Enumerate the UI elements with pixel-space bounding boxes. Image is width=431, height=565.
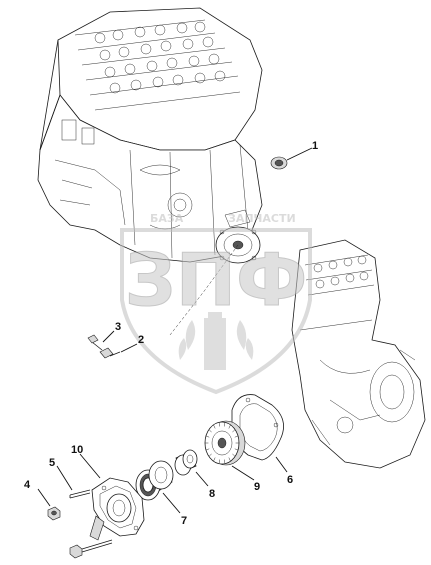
gear-tooth bbox=[234, 448, 239, 451]
watermark-caption-right: ЗАПЧАСТИ bbox=[228, 212, 296, 225]
gear-tooth bbox=[213, 424, 216, 429]
gear-tooth bbox=[234, 435, 239, 438]
callout-2: 2 bbox=[138, 334, 144, 346]
gear-tooth bbox=[224, 422, 226, 427]
watermark-emblem bbox=[178, 312, 254, 370]
gear-tooth bbox=[228, 457, 231, 462]
bearing-part-7 bbox=[135, 460, 174, 501]
callout-9: 9 bbox=[254, 481, 260, 493]
housing-part-10 bbox=[89, 477, 145, 541]
gear-tooth bbox=[205, 448, 210, 451]
gear-tooth bbox=[224, 459, 226, 464]
callout-8: 8 bbox=[209, 488, 215, 500]
callout-10: 10 bbox=[71, 444, 83, 456]
watermark-logo-text: ЗПФ bbox=[125, 238, 308, 322]
callout-1: 1 bbox=[312, 140, 318, 152]
callout-6: 6 bbox=[287, 474, 293, 486]
plug-part-1 bbox=[270, 156, 288, 170]
bolt-part-2 bbox=[99, 347, 121, 359]
nut-part-4 bbox=[47, 506, 61, 521]
bolt-part-3 bbox=[87, 334, 103, 351]
gear-tooth bbox=[218, 422, 220, 427]
gear-part-9 bbox=[204, 420, 246, 466]
gear-tooth bbox=[213, 457, 216, 462]
stud-part-5 bbox=[69, 489, 91, 499]
gear-tooth bbox=[218, 459, 220, 464]
bushing-part-8 bbox=[174, 449, 198, 476]
watermark-caption-left: БАЗА bbox=[150, 212, 184, 225]
gear-tooth bbox=[228, 424, 231, 429]
engine-block-upper bbox=[37, 7, 288, 336]
gear-tooth bbox=[208, 453, 212, 457]
callout-3: 3 bbox=[115, 321, 121, 333]
gear-tooth bbox=[205, 435, 210, 438]
callout-4: 4 bbox=[24, 479, 31, 491]
gear-tooth bbox=[208, 429, 212, 433]
callout-5: 5 bbox=[49, 457, 55, 469]
watermark-shield bbox=[120, 228, 312, 395]
watermark: БАЗА ЗАПЧАСТИ ЗПФ bbox=[120, 212, 312, 395]
leader-lines bbox=[37, 147, 313, 514]
callout-7: 7 bbox=[181, 515, 187, 527]
engine-block-lower-right bbox=[291, 239, 426, 469]
gear-tooth bbox=[232, 453, 236, 457]
callout-labels: 1 2 3 4 5 6 7 8 9 10 bbox=[24, 140, 318, 527]
lower-bolt bbox=[69, 539, 113, 559]
gear-tooth bbox=[232, 429, 236, 433]
